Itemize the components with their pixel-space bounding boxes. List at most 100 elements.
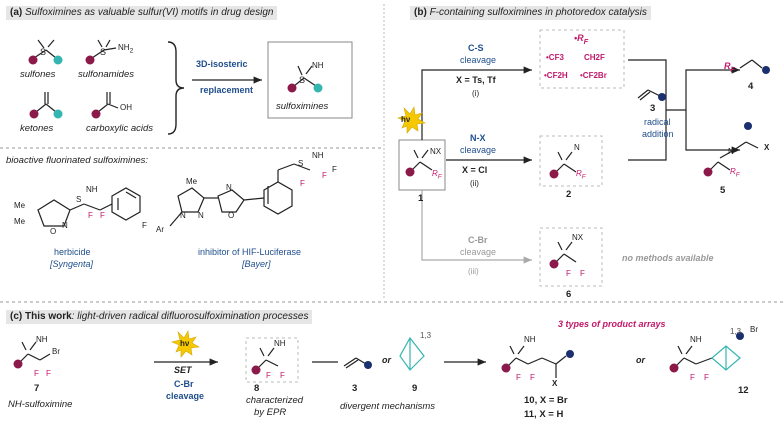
panel-a-header: (a) Sulfoximines as valuable sulfur(VI) …: [6, 6, 278, 20]
bicycle-9-13: 1,3: [420, 331, 432, 340]
compound-8-nh: NH: [274, 339, 286, 348]
divergent-label: divergent mechanisms: [340, 401, 436, 412]
oh-text: OH: [120, 103, 132, 112]
sulfoximine-structure: [293, 65, 317, 87]
sulfoximine-s: S: [299, 75, 306, 85]
compound-2-r: [549, 169, 559, 179]
cs-label: C-S: [468, 43, 484, 53]
inhibitor-n1: N: [180, 211, 186, 220]
replacement-label-1: 3D-isosteric: [196, 59, 248, 69]
product-5-arrow: [685, 110, 740, 154]
product-12-f2: F: [704, 373, 709, 382]
hv-badge-b: [397, 106, 426, 134]
compound-7-number: 7: [34, 383, 40, 394]
cleavage-label-c: cleavage: [166, 391, 205, 401]
bicyclobutane-9-structure: [399, 336, 425, 371]
compound-7-br: Br: [52, 347, 60, 356]
radicals-box: [539, 29, 625, 89]
compound-2-box: [539, 135, 603, 187]
sulfonamide-r: [85, 55, 95, 65]
acid-structure: [97, 92, 119, 113]
nh2-text: NH2: [118, 43, 134, 55]
inhibitor-n2: N: [198, 211, 204, 220]
compound-1-rf: RF: [432, 169, 442, 181]
by-epr-label: by EPR: [254, 407, 287, 418]
convergence-bracket: [628, 59, 667, 161]
sulfonamide-structure: [91, 39, 117, 59]
compound-6-f2: F: [580, 269, 585, 278]
product-4-arrow: [666, 66, 740, 111]
product-12-r: [669, 363, 679, 373]
radical-addition-2: addition: [642, 129, 674, 139]
compound-7-f2: F: [46, 369, 51, 378]
sulfone-r1: [28, 55, 38, 65]
compound-1-r: [405, 167, 415, 177]
compound-11-label: 11, X = H: [524, 409, 564, 420]
hv-badge-c: [171, 330, 200, 358]
herbicide-structure: [37, 187, 141, 227]
radical-rf: •RF: [574, 33, 589, 46]
bioactive-header: bioactive fluorinated sulfoximines:: [6, 155, 149, 166]
nx-condition: X = Cl: [462, 165, 488, 175]
acid-r: [91, 109, 101, 119]
product-5-n: N: [728, 147, 734, 156]
herbicide-n: N: [62, 221, 68, 230]
radical-cf2h: •CF2H: [544, 71, 568, 80]
syngenta-label: [Syngenta]: [50, 259, 94, 269]
compound-8-f2: F: [280, 371, 285, 380]
compound-6-number: 6: [566, 289, 572, 300]
nh-sulfoximine-label: NH-sulfoximine: [8, 399, 73, 410]
compound-8-number: 8: [254, 383, 260, 394]
product-12-alkyl-r: [736, 332, 744, 340]
cbr-arrow: [421, 190, 532, 264]
nx-label: N-X: [470, 133, 486, 143]
inhibitor-nh: NH: [312, 151, 324, 160]
product-4-structure: [739, 59, 763, 69]
inhibitor-f3: F: [332, 165, 337, 174]
curly-brace: [167, 41, 185, 135]
compound-8-f1: F: [266, 371, 271, 380]
or-label-2: or: [636, 355, 645, 365]
ketone-r1: [29, 109, 39, 119]
alkene-3c-structure: [343, 357, 367, 369]
sulfoximine-r2: [313, 83, 323, 93]
inhibitor-label: inhibitor of HIF-Luciferase: [198, 247, 302, 257]
compound-2-structure: [555, 151, 577, 173]
compound-10-label: 10, X = Br: [524, 395, 568, 406]
product-10-f2: F: [530, 373, 535, 382]
alkene-3-structure: [637, 89, 661, 101]
bayer-label: [Bayer]: [242, 259, 271, 269]
cs-cleavage: cleavage: [460, 55, 497, 65]
herbicide-s: S: [76, 195, 82, 204]
sulfoximine-r1: [287, 83, 297, 93]
nx-cleavage: cleavage: [460, 145, 497, 155]
product-12-bicycle: [711, 345, 741, 371]
herbicide-label: herbicide: [54, 247, 91, 257]
herbicide-nh: NH: [86, 185, 98, 194]
compound-8-box: [245, 337, 299, 383]
radical-cf2br: •CF2Br: [580, 71, 607, 80]
alkene-3-r: [658, 93, 666, 101]
sulfonamides-label: sulfonamides: [78, 69, 134, 80]
compound-7-structure: [19, 341, 51, 363]
product-12-13: 1,3: [730, 327, 742, 336]
compound-6-box: [539, 227, 603, 287]
panel-c-header: (c) This work: light-driven radical difl…: [6, 310, 313, 324]
sulfoximine-nh: NH: [312, 61, 324, 70]
compound-9-number: 9: [412, 383, 418, 394]
product-10-structure: [507, 345, 567, 378]
inhibitor-structure: [169, 163, 311, 227]
inhibitor-f1: F: [300, 179, 305, 188]
compound-8-structure: [257, 347, 279, 369]
product-4-rf: RF: [724, 61, 736, 74]
product-12-br: Br: [750, 325, 758, 334]
product-10-nh: NH: [524, 335, 536, 344]
product-10-r: [501, 363, 511, 373]
cbr-cleavage: cleavage: [460, 247, 497, 257]
set-label: SET: [174, 365, 192, 375]
radical-ch2f: CH2F: [584, 53, 605, 62]
compound-8-r: [251, 365, 261, 375]
product-5-rf: RF: [730, 167, 740, 179]
compound-4-number: 4: [748, 81, 754, 92]
